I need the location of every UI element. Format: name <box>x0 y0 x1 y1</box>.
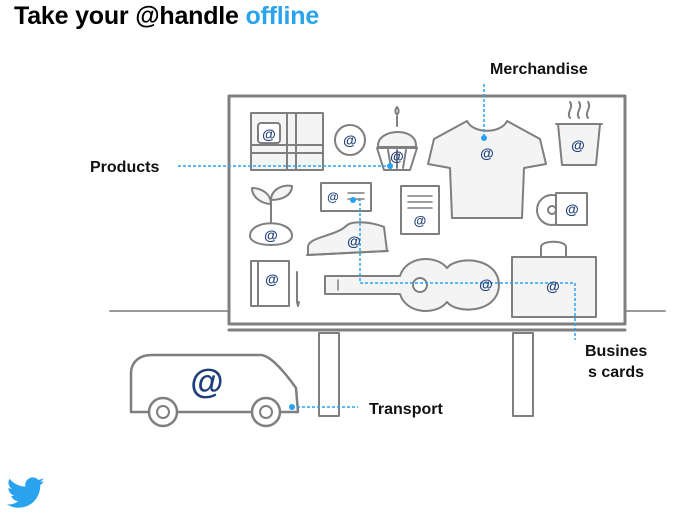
badge-item <box>334 124 366 156</box>
handle-mark-guitar: @ <box>479 276 493 292</box>
handle-mark-plant: @ <box>264 227 278 243</box>
handle-mark-cup: @ <box>571 137 585 153</box>
title-prefix: Take your @handle <box>14 2 246 30</box>
title-accent: offline <box>245 2 320 30</box>
handle-mark-card: @ <box>327 190 339 204</box>
handle-mark-shoe: @ <box>347 233 361 249</box>
leader-dot-products <box>387 163 393 169</box>
tshirt-item <box>427 120 547 219</box>
label-transport: Transport <box>369 401 443 418</box>
shoe-item <box>307 221 388 256</box>
handle-mark-cupcake: @ <box>390 148 404 164</box>
notebook-item <box>250 260 300 307</box>
billboard-post-left <box>318 332 340 417</box>
package-item <box>250 112 324 171</box>
handle-mark-notebook: @ <box>265 271 279 287</box>
page-title: Take your @handle offline <box>14 2 319 31</box>
label-business-cards-line1: Busines <box>585 343 648 360</box>
handle-mark-badge: @ <box>343 132 357 148</box>
disc-item <box>536 192 588 226</box>
handle-mark-disc: @ <box>565 201 579 217</box>
handle-mark-package: @ <box>262 126 276 142</box>
leader-dot-business-cards <box>350 197 356 203</box>
handle-mark-bag: @ <box>546 278 560 294</box>
label-business-cards: Busines s cards <box>585 341 647 383</box>
handle-mark-tshirt: @ <box>480 145 494 161</box>
plant-item <box>249 184 293 246</box>
notepad-item <box>400 185 440 235</box>
billboard-post-right <box>512 332 534 417</box>
coffee-cup-item <box>555 101 603 166</box>
handle-mark-van: @ <box>190 363 223 401</box>
bag-item <box>511 240 597 318</box>
twitter-bird-icon <box>7 477 45 508</box>
label-merchandise: Merchandise <box>490 61 588 78</box>
leader-dot-transport <box>289 404 295 410</box>
leader-dot-merchandise <box>481 135 487 141</box>
label-business-cards-line2: s cards <box>588 364 645 381</box>
van-item <box>129 353 300 428</box>
business-card-item <box>320 182 372 212</box>
handle-mark-notepad: @ <box>414 213 427 228</box>
leader-business-cards <box>353 199 576 340</box>
label-products: Products <box>90 159 160 176</box>
